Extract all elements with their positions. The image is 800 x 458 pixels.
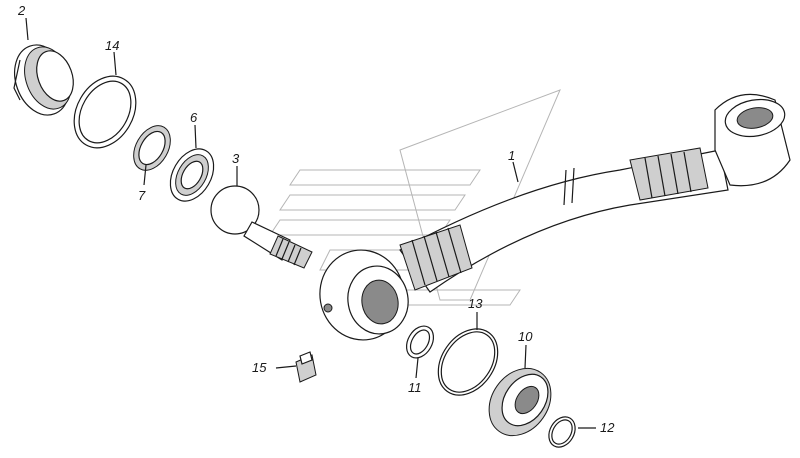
part-3-ball-stud xyxy=(210,185,313,269)
label-part-3: 3 xyxy=(232,151,240,166)
label-part-7: 7 xyxy=(138,188,146,203)
leader-lines xyxy=(25,17,596,429)
part-14-ring xyxy=(73,75,137,149)
label-part-10: 10 xyxy=(518,329,533,344)
part-6-bushing xyxy=(169,148,215,202)
label-part-13: 13 xyxy=(468,296,483,311)
part-12-o-ring xyxy=(548,416,576,448)
part-13-o-ring xyxy=(437,328,499,396)
label-part-1: 1 xyxy=(508,148,515,163)
part-2-nut xyxy=(13,44,74,116)
label-part-15: 15 xyxy=(252,360,267,375)
label-part-12: 12 xyxy=(600,420,615,435)
part-15-grease-fitting xyxy=(295,351,317,383)
label-part-2: 2 xyxy=(17,3,26,18)
label-part-11: 11 xyxy=(408,380,422,395)
part-10-seal xyxy=(488,367,552,437)
part-7-split-ring xyxy=(133,125,171,171)
part-11-ring xyxy=(405,325,435,359)
part-labels: 2 14 6 3 7 1 13 10 11 12 15 xyxy=(17,3,615,435)
label-part-14: 14 xyxy=(105,38,119,53)
part-1-tie-rod xyxy=(319,93,791,341)
label-part-6: 6 xyxy=(190,110,198,125)
